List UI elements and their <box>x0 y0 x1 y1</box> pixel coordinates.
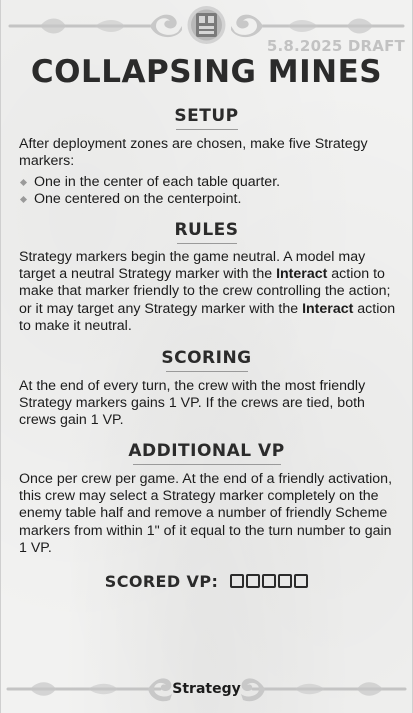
list-item: One in the center of each table quarter. <box>19 174 397 191</box>
additional-vp-text: Once per crew per game. At the end of a … <box>19 471 393 556</box>
additional-vp-heading: ADDITIONAL VP <box>0 441 413 465</box>
rules-text-part: Strategy markers begin the game neutral.… <box>19 249 366 283</box>
setup-heading: SETUP <box>0 106 413 130</box>
scoring-heading-text: SCORING <box>161 348 252 368</box>
faction-emblem-icon <box>187 6 226 44</box>
interact-keyword: Interact <box>276 266 328 283</box>
checkbox-icon[interactable] <box>294 574 309 588</box>
scored-vp-label: SCORED VP: <box>104 572 219 591</box>
additional-vp-heading-rule <box>132 464 281 465</box>
setup-heading-text: SETUP <box>174 106 239 126</box>
setup-bullet-list: One in the center of each table quarter.… <box>19 174 397 208</box>
scored-vp-row: SCORED VP: <box>0 572 413 591</box>
diamond-bullet-icon <box>19 196 28 204</box>
draft-date-label: 5.8.2025 DRAFT <box>266 37 405 55</box>
scoring-text: At the end of every turn, the crew with … <box>19 378 366 429</box>
diamond-bullet-icon <box>19 178 28 187</box>
rules-heading-text: RULES <box>174 220 239 240</box>
checkbox-icon[interactable] <box>230 574 245 588</box>
setup-bullet-text: One centered on the centerpoint. <box>34 191 242 208</box>
bottom-ornament <box>6 678 407 702</box>
setup-bullet-text: One in the center of each table quarter. <box>34 174 281 190</box>
rules-heading-rule <box>176 243 237 244</box>
checkbox-icon[interactable] <box>262 574 277 588</box>
card-title: COLLAPSING MINES <box>30 54 383 90</box>
checkbox-icon[interactable] <box>278 574 293 588</box>
rules-text-part: action to make it neutral. <box>19 300 396 334</box>
rules-text-part: action to make that marker friendly to t… <box>19 266 391 317</box>
list-item: One centered on the centerpoint. <box>19 191 397 208</box>
rules-heading: RULES <box>0 220 413 244</box>
interact-keyword: Interact <box>302 300 354 317</box>
scoring-heading-rule <box>165 371 248 372</box>
checkbox-icon[interactable] <box>246 574 261 588</box>
additional-vp-heading-text: ADDITIONAL VP <box>128 441 285 461</box>
scoring-heading: SCORING <box>0 348 413 372</box>
rules-text: Strategy markers begin the game neutral.… <box>19 249 397 335</box>
card-type-label: Strategy <box>172 681 241 697</box>
setup-intro: After deployment zones are chosen, make … <box>19 136 368 170</box>
top-ornament <box>8 6 405 44</box>
setup-heading-rule <box>175 129 238 130</box>
